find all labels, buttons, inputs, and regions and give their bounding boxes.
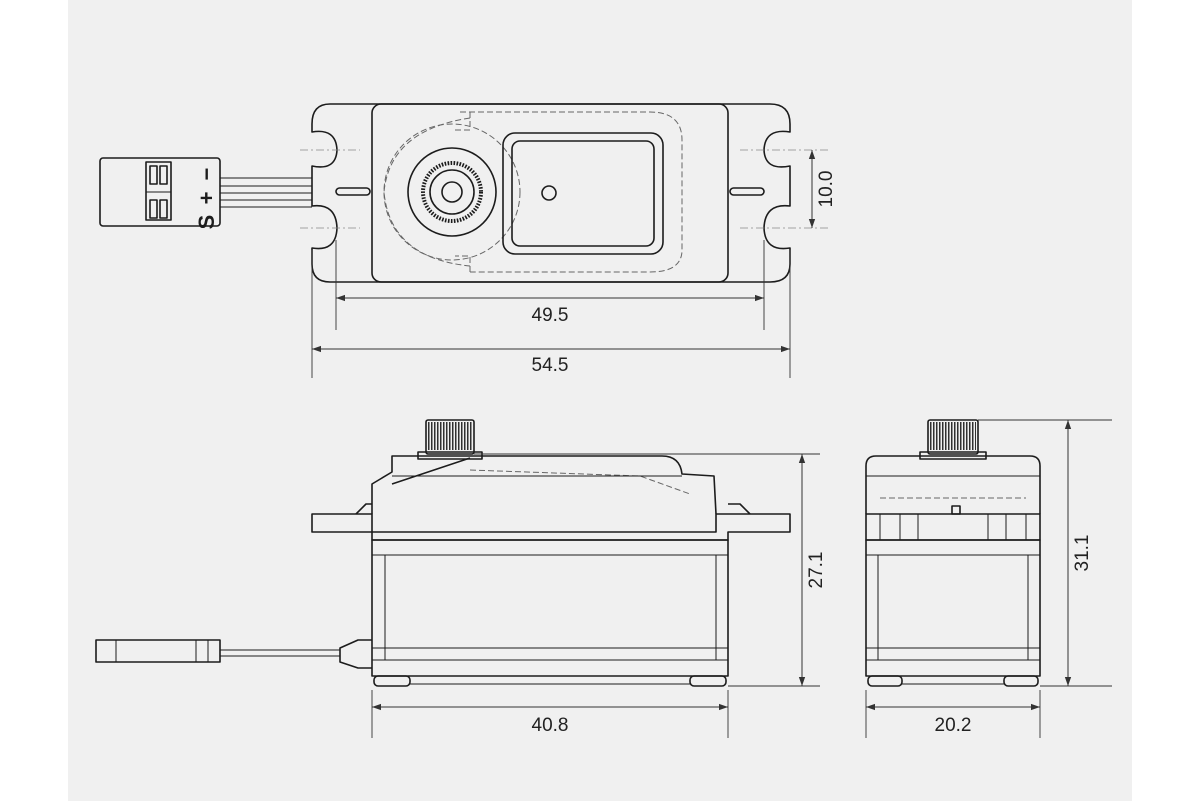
dim-total-height: 31.1 [1064, 420, 1093, 686]
side-body-case [371, 539, 729, 677]
hidden-inner-contour [460, 111, 683, 273]
end-view: 31.1 20.2 [865, 419, 1112, 738]
label-window-inner [511, 140, 655, 247]
pin-label-plus: + [194, 192, 219, 205]
connector-plug [99, 157, 221, 227]
dim-body-width: 20.2 [866, 703, 1040, 736]
top-view: S + − 10.0 49.5 54.5 [99, 103, 837, 378]
right-flange-slot [729, 187, 765, 196]
pin-label-s: S [194, 215, 219, 230]
left-flange-slot [335, 187, 371, 196]
dim-text-49-5: 49.5 [532, 305, 569, 326]
end-flange-band [865, 513, 1041, 541]
dim-mount-hole-span: 49.5 [336, 294, 764, 326]
dim-body-height: 27.1 [798, 454, 827, 686]
side-foot-left [373, 675, 411, 687]
dim-overall-length: 54.5 [312, 345, 790, 376]
side-flange [311, 513, 791, 541]
connector-pin-labels: S + − [194, 168, 219, 230]
top-body-case [371, 103, 729, 283]
end-foot-left [867, 675, 903, 687]
dim-text-10: 10.0 [816, 171, 837, 208]
side-cable [95, 639, 372, 669]
end-foot-right [1003, 675, 1039, 687]
dim-text-20-2: 20.2 [935, 715, 972, 736]
output-spline [407, 147, 497, 237]
dim-mount-hole-pitch: 10.0 [808, 150, 837, 228]
end-body-case [865, 539, 1041, 677]
mount-hole-centerlines [300, 149, 830, 229]
dim-text-54-5: 54.5 [532, 355, 569, 376]
side-foot-right [689, 675, 727, 687]
side-view: 27.1 40.8 [95, 419, 827, 738]
dim-text-27-1: 27.1 [806, 552, 827, 589]
end-top-cover [865, 455, 1041, 514]
dim-body-length: 40.8 [372, 703, 728, 736]
side-top-cover [371, 455, 717, 515]
label-dot [541, 185, 557, 201]
end-spline [919, 419, 987, 460]
side-spline [417, 419, 483, 460]
label-window-outer [502, 132, 664, 255]
dim-text-31-1: 31.1 [1072, 535, 1093, 572]
pin-label-minus: − [194, 168, 219, 181]
lead-wires [220, 177, 312, 208]
dim-text-40-8: 40.8 [532, 715, 569, 736]
